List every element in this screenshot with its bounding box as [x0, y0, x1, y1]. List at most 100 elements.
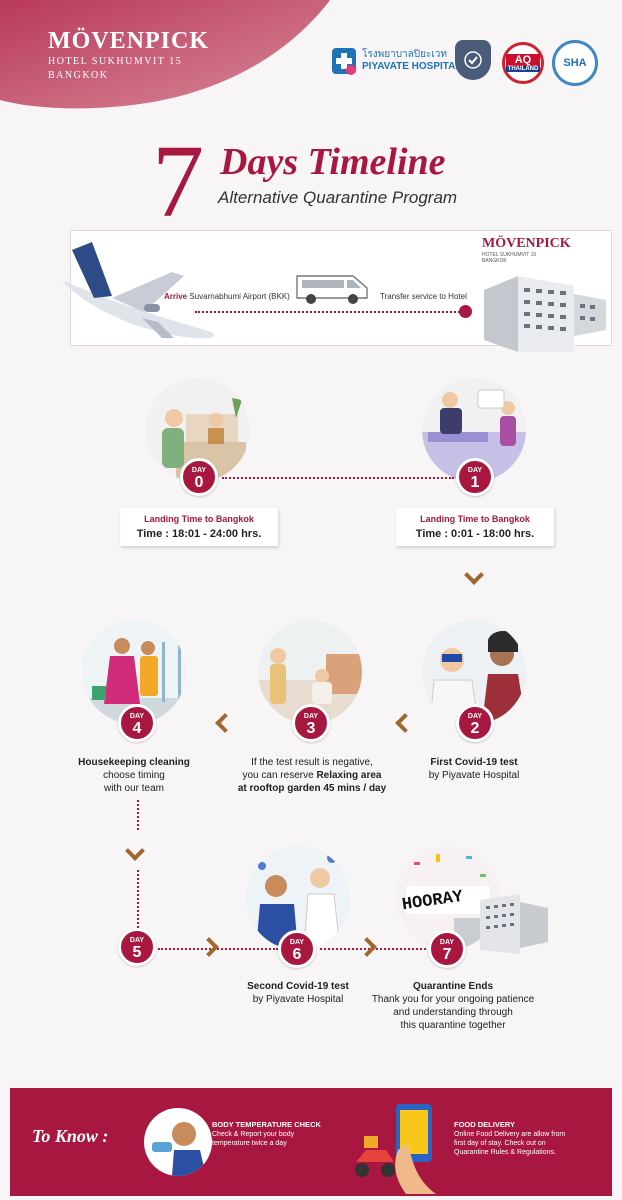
title-number: 7	[152, 124, 204, 239]
day6-marker: DAY 6	[278, 930, 316, 968]
arrival-brand-l1: HOTEL SUKHUMVIT 15	[482, 252, 537, 258]
day6-caption: Second Covid-19 test by Piyavate Hospita…	[226, 980, 370, 1006]
day0-box-time: Time : 18:01 - 24:00 hrs.	[136, 528, 262, 540]
day4-title: Housekeeping cleaning	[78, 757, 190, 768]
airplane-icon	[62, 242, 215, 339]
day4-line2: with our team	[103, 783, 165, 794]
day7-title: Quarantine Ends	[412, 981, 493, 992]
food-title: FOOD DELIVERY	[454, 1120, 515, 1129]
food-delivery-info: FOOD DELIVERY Online Food Delivery are a…	[454, 1120, 594, 1157]
temp-title: BODY TEMPERATURE CHECK	[212, 1120, 321, 1129]
day4-caption: Housekeeping cleaning choose timing with…	[60, 756, 208, 795]
header-wave	[0, 0, 330, 109]
day7-marker: DAY 7	[428, 930, 466, 968]
chevron-right-icon	[199, 937, 219, 957]
day7-caption: Quarantine Ends Thank you for your ongoi…	[356, 980, 550, 1032]
day3-line1: If the test result is negative,	[251, 757, 373, 768]
arrival-hotel-logo: MÖVENPICK HOTEL SUKHUMVIT 15 BANGKOK	[482, 236, 571, 264]
day4-day5-line	[137, 800, 139, 830]
day3-line2b: Relaxing area	[316, 770, 382, 781]
sha-badge: SHA	[552, 40, 598, 86]
chevron-down-icon	[464, 565, 484, 585]
day7-line2: and understanding through	[393, 1007, 513, 1018]
brand-name: MÖVENPICK	[48, 28, 209, 54]
chevron-right-icon	[357, 937, 377, 957]
day1-number: 1	[470, 474, 480, 491]
day0-day1-line	[222, 477, 454, 479]
day0-number: 0	[194, 474, 204, 491]
hospital-thai-name: โรงพยาบาลปิยะเวท	[362, 49, 447, 60]
certification-shield-icon	[455, 40, 491, 80]
sha-text: SHA	[563, 57, 587, 69]
day2-number: 2	[470, 720, 480, 737]
day7-number: 7	[442, 946, 452, 963]
chevron-left-icon	[395, 713, 415, 733]
day3-marker: DAY 3	[292, 704, 330, 742]
day3-line3: at rooftop garden 45 mins / day	[237, 783, 387, 794]
thermometer-check-icon	[144, 1108, 212, 1176]
day0-landing-box: Landing Time to Bangkok Time : 18:01 - 2…	[120, 508, 278, 546]
day5-label: DAY	[129, 937, 145, 944]
hospital-en-name: PIYAVATE HOSPITAL	[362, 61, 462, 72]
hotel-logo: MÖVENPICK HOTEL SUKHUMVIT 15 BANGKOK	[48, 28, 209, 83]
food-line2: first day of stay. Check out on	[454, 1140, 546, 1147]
day4-number: 4	[132, 720, 142, 737]
aq-country: THAILAND	[505, 66, 541, 72]
day7-label: DAY	[439, 939, 455, 946]
to-know-banner: To Know : BODY TEMPERATURE CHECK Check &…	[10, 1088, 612, 1196]
day1-box-time: Time : 0:01 - 18:00 hrs.	[415, 528, 535, 540]
day7-line1: Thank you for your ongoing patience	[371, 994, 535, 1005]
aq-text: AQ	[505, 54, 541, 66]
day0-marker: DAY 0	[180, 458, 218, 496]
hospital-icon	[332, 48, 356, 75]
day2-title: First Covid-19 test	[430, 757, 518, 768]
chevron-down-icon	[125, 841, 145, 861]
day2-line1: by Piyavate Hospital	[428, 770, 520, 781]
day2-label: DAY	[467, 713, 483, 720]
food-line1: Online Food Delivery are allow from	[454, 1131, 566, 1138]
day6-day7-line	[320, 948, 430, 950]
day2-caption: First Covid-19 test by Piyavate Hospital	[404, 756, 544, 782]
day1-label: DAY	[467, 467, 483, 474]
day0-box-title: Landing Time to Bangkok	[144, 514, 254, 524]
day5-number: 5	[132, 944, 142, 961]
arrival-brand: MÖVENPICK	[482, 236, 571, 251]
hotel-marker	[459, 305, 472, 318]
day7-line3: this quarantine together	[400, 1020, 506, 1031]
van-icon	[296, 275, 368, 304]
temp-line2: temperature twice a day	[212, 1140, 287, 1147]
temp-check-info: BODY TEMPERATURE CHECK Check & Report yo…	[212, 1120, 342, 1148]
day4-day5-line-lower	[137, 870, 139, 928]
day1-marker: DAY 1	[456, 458, 494, 496]
to-know-label: To Know :	[32, 1126, 109, 1146]
day1-landing-box: Landing Time to Bangkok Time : 0:01 - 18…	[396, 508, 554, 546]
aq-thailand-badge: AQ THAILAND	[502, 42, 544, 84]
day3-number: 3	[306, 720, 316, 737]
day7-building-icon	[480, 894, 548, 954]
piyavate-logo: โรงพยาบาลปิยะเวท PIYAVATE HOSPITAL	[330, 46, 461, 76]
day4-label: DAY	[129, 713, 145, 720]
title-main: Days Timeline	[220, 141, 446, 183]
arrive-bold: Arrive	[164, 292, 188, 301]
day6-number: 6	[292, 946, 302, 963]
title-subtitle: Alternative Quarantine Program	[218, 188, 458, 207]
day6-line1: by Piyavate Hospital	[252, 994, 344, 1005]
hotel-building-icon	[484, 276, 606, 352]
day4-line1: choose timing	[103, 770, 165, 781]
day2-marker: DAY 2	[456, 704, 494, 742]
food-delivery-phone-icon	[355, 1104, 436, 1194]
arrival-brand-l2: BANGKOK	[482, 258, 507, 264]
day3-line2a: you can reserve	[242, 770, 317, 781]
day3-label: DAY	[303, 713, 319, 720]
day5-day6-line	[158, 948, 278, 950]
brand-line1: HOTEL SUKHUMVIT 15	[48, 56, 183, 67]
temp-line1: Check & Report your body	[212, 1131, 295, 1138]
transfer-text: Transfer service to Hotel	[380, 292, 467, 301]
day4-marker: DAY 4	[118, 704, 156, 742]
day3-caption: If the test result is negative, you can …	[214, 756, 410, 795]
arrive-text: Arrive Suvarnabhumi Airport (BKK)	[164, 292, 290, 301]
day5-marker: DAY 5	[118, 928, 156, 966]
day0-label: DAY	[191, 467, 207, 474]
arrive-rest: Suvarnabhumi Airport (BKK)	[187, 292, 290, 301]
brand-line2: BANGKOK	[48, 70, 109, 81]
